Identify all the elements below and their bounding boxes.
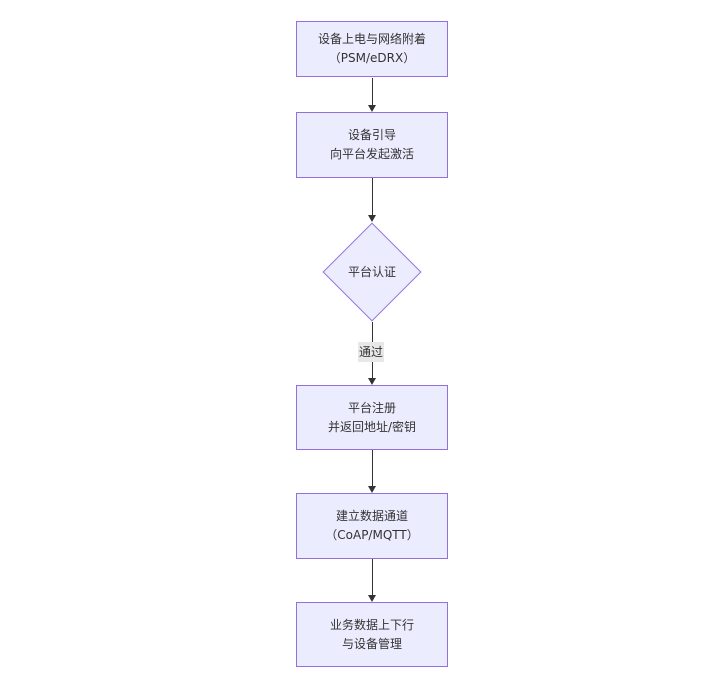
node-text-line: 业务数据上下行 <box>329 617 414 632</box>
node-text-line: （PSM/eDRX） <box>328 51 416 65</box>
arrow-line <box>372 178 373 215</box>
arrowhead-down-icon <box>368 486 376 493</box>
arrowhead-down-icon <box>368 595 376 602</box>
arrowhead-down-icon <box>368 215 376 222</box>
node-text-line: 与设备管理 <box>341 636 402 651</box>
node-text-line: 并返回地址/密钥 <box>327 419 417 434</box>
node-text-line: 设备引导 <box>347 128 396 142</box>
node-text-line: 向平台发起激活 <box>329 147 414 161</box>
arrow-line <box>372 559 373 595</box>
diamond-label: 平台认证 <box>347 265 396 279</box>
arrow-line <box>372 78 373 105</box>
node-text-line: 建立数据通道 <box>335 509 408 523</box>
arrow-line <box>372 450 373 486</box>
node-platform-register: 平台注册 并返回地址/密钥 <box>296 385 448 450</box>
node-business-data-mgmt: 业务数据上下行 与设备管理 <box>296 602 448 667</box>
node-text-line: 设备上电与网络附着 <box>317 32 426 46</box>
node-device-bootstrap: 设备引导 向平台发起激活 <box>296 112 448 178</box>
arrowhead-down-icon <box>368 105 376 112</box>
arrowhead-down-icon <box>368 378 376 385</box>
node-data-channel: 建立数据通道 （CoAP/MQTT） <box>296 493 448 559</box>
node-text-line: 平台注册 <box>347 400 396 415</box>
node-power-network-attach: 设备上电与网络附着 （PSM/eDRX） <box>296 21 448 77</box>
node-text-line: （CoAP/MQTT） <box>325 528 419 542</box>
edge-label-pass: 通过 <box>358 342 385 362</box>
